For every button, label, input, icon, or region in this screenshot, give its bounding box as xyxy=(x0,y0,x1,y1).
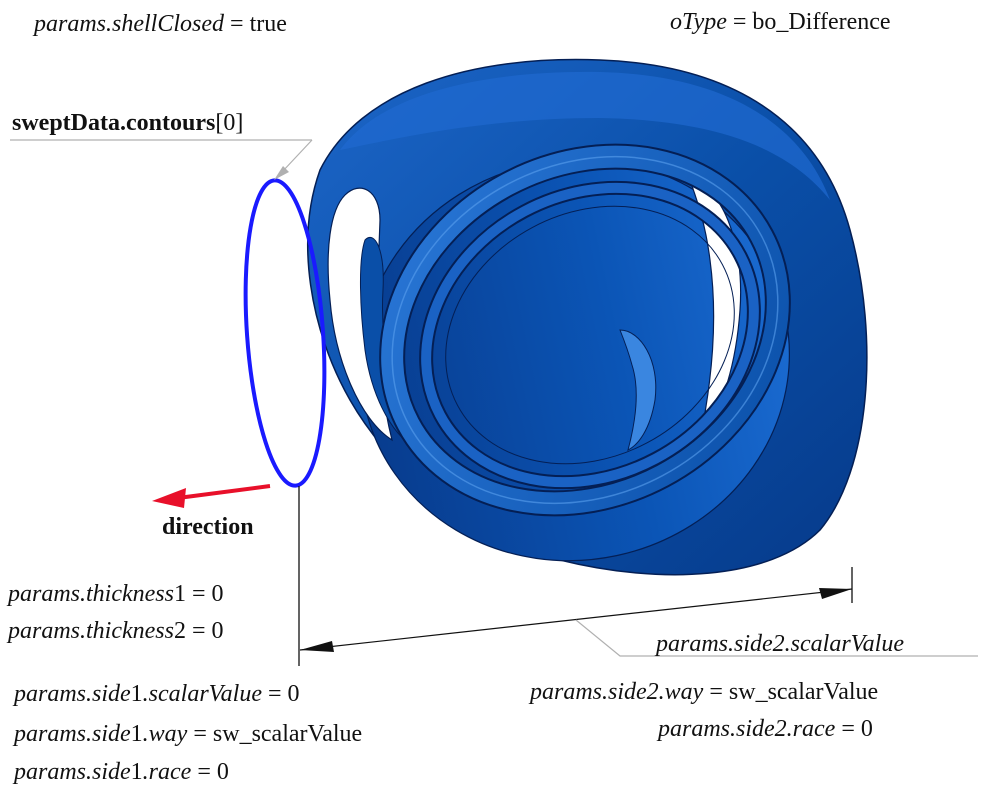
side2-race-value: 0 xyxy=(860,716,873,742)
thickness2-label: params.thickness2 = 0 xyxy=(8,618,224,644)
thickness1-label: params.thickness1 = 0 xyxy=(8,581,224,607)
side1-race-value: 0 xyxy=(216,759,229,785)
side2-scalar-name: params.side2.scalarValue xyxy=(656,631,904,657)
contour-label: sweptData.contours[0] xyxy=(12,109,243,137)
thickness1-index: 1 xyxy=(173,581,186,607)
thickness2-index: 2 xyxy=(173,618,186,644)
side1-scalar-name-c: .scalarValue xyxy=(142,681,262,707)
shell-closed-value: true xyxy=(249,11,287,37)
side1-way-name-a: params.side xyxy=(14,721,131,747)
side1-race-index: 1 xyxy=(130,759,143,785)
direction-label: direction xyxy=(162,514,254,540)
side1-scalar-value: 0 xyxy=(287,681,300,707)
side1-scalar-index: 1 xyxy=(130,681,143,707)
otype-value: bo_Difference xyxy=(752,9,891,35)
thickness1-name: params.thickness xyxy=(8,581,174,607)
otype-name: oType xyxy=(670,9,727,35)
side1-way-value: sw_scalarValue xyxy=(212,721,363,747)
side1-way-label: params.side1.way = sw_scalarValue xyxy=(14,721,363,747)
side1-way-name-c: .way xyxy=(142,721,188,747)
direction-arrow xyxy=(152,484,271,508)
side2-way-value: sw_scalarValue xyxy=(728,679,879,705)
side1-way-index: 1 xyxy=(130,721,143,747)
side2-way-label: params.side2.way = sw_scalarValue xyxy=(530,679,879,705)
contour-leader-pointer xyxy=(281,139,313,173)
ring-window xyxy=(445,205,735,465)
contour-ellipse xyxy=(243,178,327,488)
cylinder-highlight xyxy=(340,71,830,201)
side2-dimension-line xyxy=(299,588,853,652)
side2-leader xyxy=(575,619,978,657)
inner-ring xyxy=(419,180,761,490)
contour-index: [0] xyxy=(215,110,244,136)
thickness2-name: params.thickness xyxy=(8,618,174,644)
otype-label: oType = bo_Difference xyxy=(670,9,891,35)
thickness2-value: 0 xyxy=(211,618,224,644)
side1-scalar-label: params.side1.scalarValue = 0 xyxy=(14,681,300,707)
side1-race-name-c: .race xyxy=(142,759,192,785)
side1-race-label: params.side1.race = 0 xyxy=(14,759,229,785)
side2-race-name: params.side2.race xyxy=(658,716,836,742)
front-ring xyxy=(379,143,791,517)
thickness1-value: 0 xyxy=(211,581,224,607)
side1-race-name-a: params.side xyxy=(14,759,131,785)
side2-race-label: params.side2.race = 0 xyxy=(658,716,873,742)
side1-scalar-name-a: params.side xyxy=(14,681,131,707)
side2-scalar-label: params.side2.scalarValue xyxy=(656,630,904,658)
contour-name: sweptData.contours xyxy=(12,110,216,136)
side2-way-name: params.side2.way xyxy=(530,679,704,705)
slot-right-lower xyxy=(619,329,657,451)
shell-closed-label: params.shellClosed = true xyxy=(34,11,287,37)
contour-leader-arrowhead xyxy=(274,166,289,180)
shell-closed-name: params.shellClosed xyxy=(34,11,225,37)
